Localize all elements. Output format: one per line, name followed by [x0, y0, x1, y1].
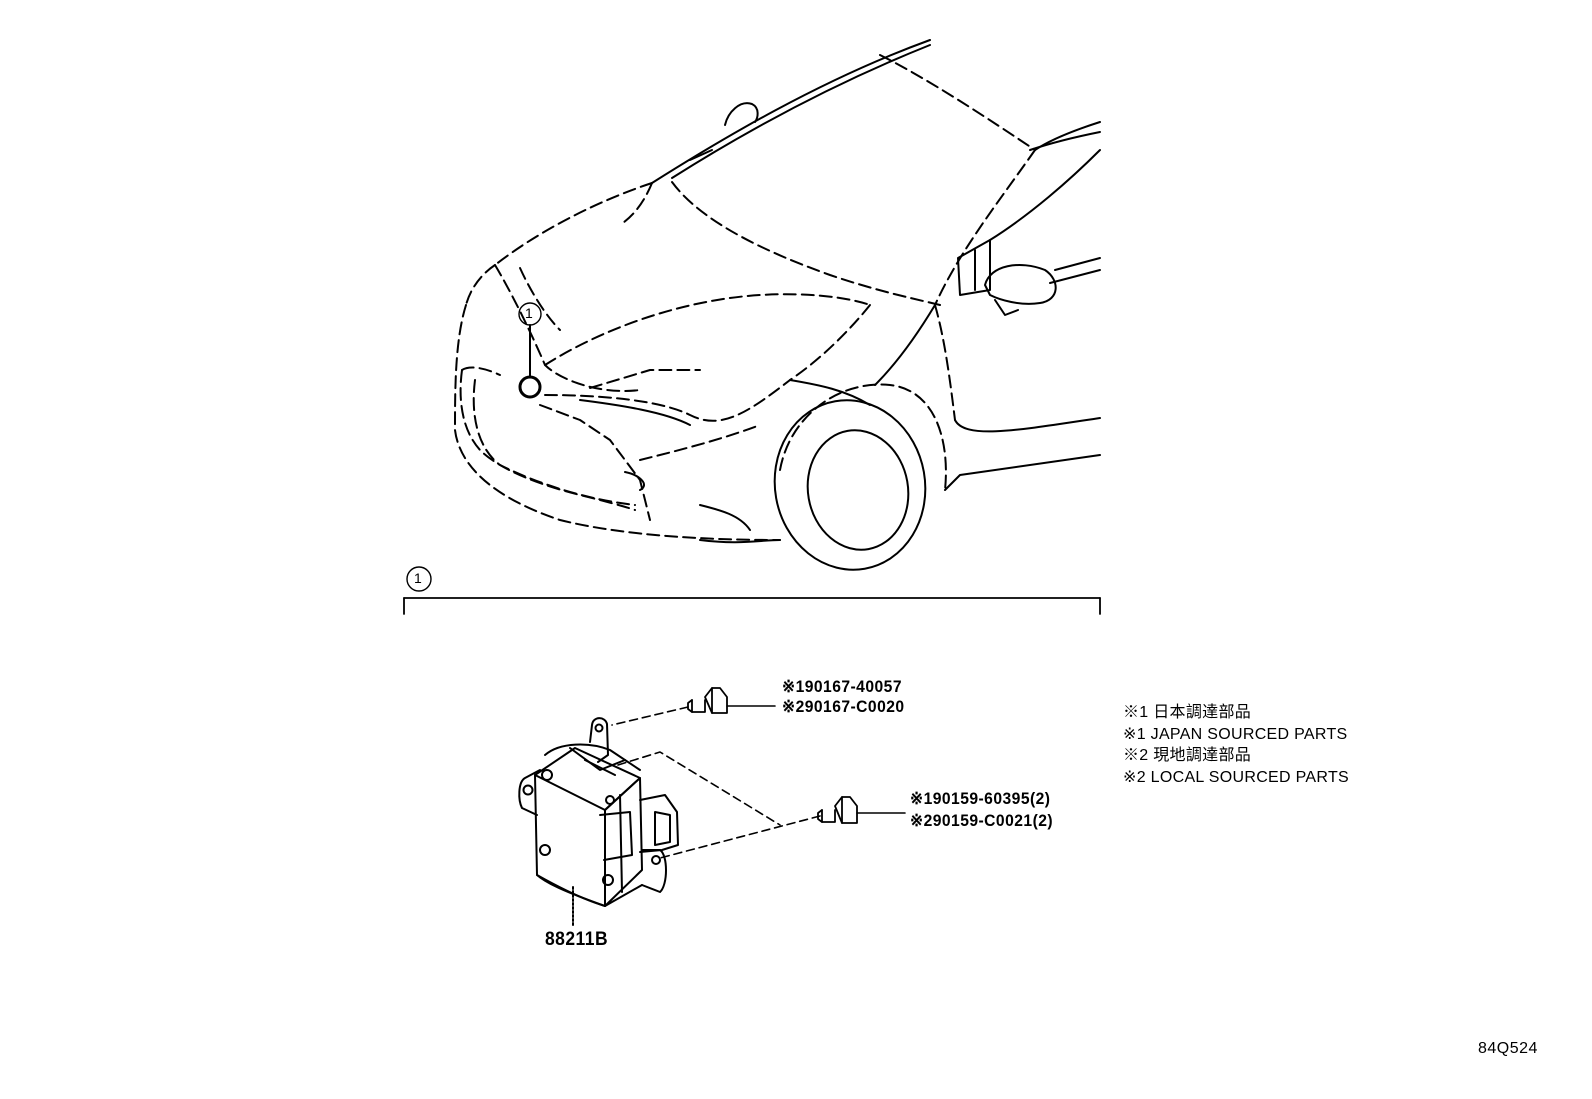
- bolt-right: [817, 796, 906, 824]
- legend-line-2: ※1 JAPAN SOURCED PARTS: [1123, 725, 1348, 743]
- diagram-code: 84Q524: [1478, 1040, 1538, 1057]
- legend-line-3: ※2 現地調達部品: [1123, 747, 1252, 764]
- module-location-marker: [518, 375, 542, 399]
- car-callout-number: 1: [525, 305, 533, 321]
- module-88211b: [518, 717, 679, 926]
- car-callout: [518, 302, 542, 399]
- legend-line-1: ※1 日本調達部品: [1123, 704, 1252, 721]
- bolt-right-part-number-2: ※290159-C0021(2): [910, 811, 1054, 830]
- section-callout-number: 1: [414, 570, 422, 586]
- sourcing-legend: ※1 日本調達部品 ※1 JAPAN SOURCED PARTS ※2 現地調達…: [1123, 702, 1349, 788]
- section-bracket: [403, 566, 1101, 615]
- legend-line-4: ※2 LOCAL SOURCED PARTS: [1123, 768, 1349, 786]
- bolt-top-part-number-1: ※190167-40057: [782, 677, 902, 696]
- bolt-right-part-number-1: ※190159-60395(2): [910, 789, 1051, 808]
- bolt-top: [687, 687, 776, 714]
- bolt-top-part-number-2: ※290167-C0020: [782, 697, 905, 716]
- installation-lines: [611, 706, 821, 859]
- module-part-number: 88211B: [545, 929, 609, 950]
- car-illustration: [454, 39, 1101, 571]
